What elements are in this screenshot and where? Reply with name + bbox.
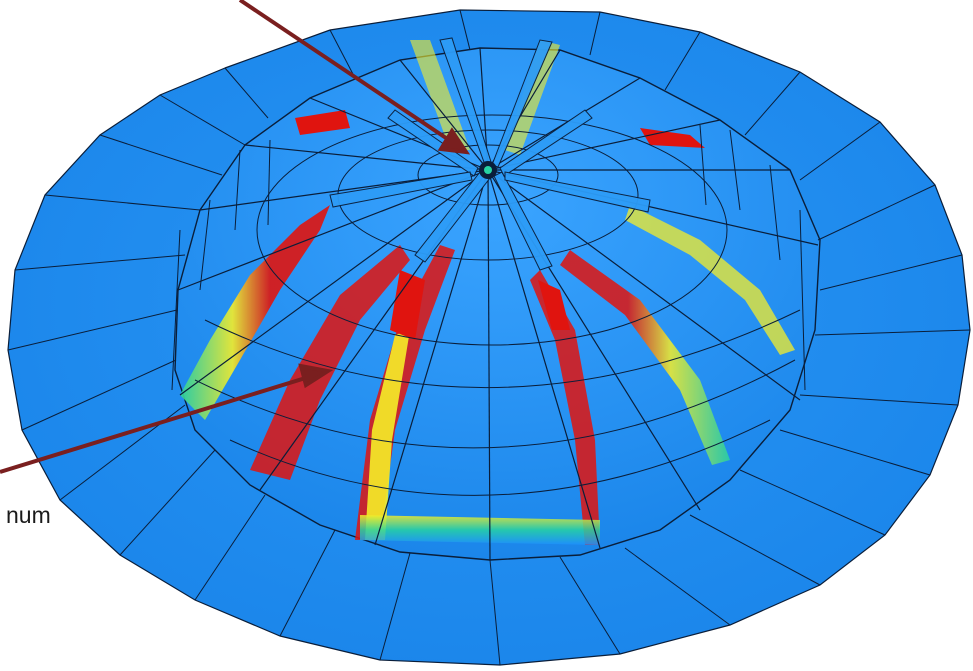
flange-seams: [7, 9, 971, 666]
stress-band-center-yellow: [365, 330, 410, 540]
arrow-top-head: [437, 127, 471, 155]
stress-band-top-ribs: [410, 40, 560, 155]
stress-band-center-right: [530, 270, 600, 545]
stress-band-right-outer: [625, 205, 795, 355]
wall-panels: [171, 124, 806, 391]
dome-ribs: [177, 47, 819, 561]
stress-band-right-inner: [560, 250, 730, 465]
stress-band-left-inner: [250, 245, 410, 480]
arrow-bottom-head: [298, 363, 334, 389]
stress-band-top-right: [640, 128, 705, 148]
rib-flanges: [329, 37, 651, 271]
stress-bands: [180, 40, 795, 545]
stress-patch-left: [390, 270, 425, 340]
stress-band-left-outer: [180, 205, 330, 420]
arrow-top: [238, 0, 454, 144]
stress-band-top-left: [295, 110, 350, 135]
annotation-arrows: [0, 0, 471, 474]
stress-band-bottom-edge: [360, 515, 600, 545]
stress-patch-right: [538, 280, 570, 330]
arrow-bottom: [0, 374, 313, 474]
annotation-label: num: [6, 502, 51, 528]
